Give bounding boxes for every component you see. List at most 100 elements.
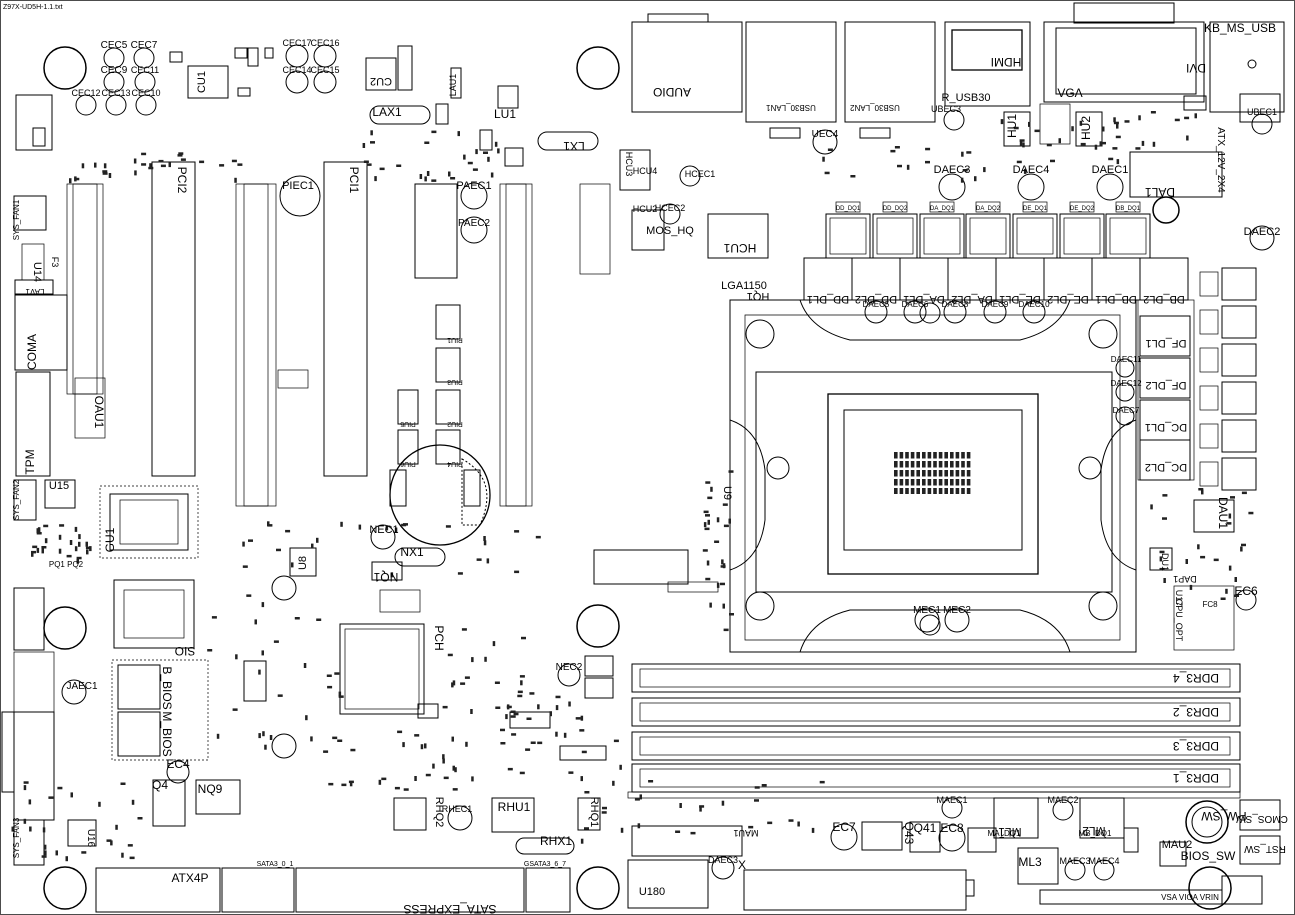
label-da_dq2: DA_DQ2 — [976, 206, 1001, 212]
label-dc_dl2: DC_DL2 — [1145, 461, 1187, 473]
label-mec1: MEC1 — [913, 605, 941, 616]
lga1150-outline — [729, 299, 1137, 653]
mounting-hole — [43, 866, 87, 910]
label-cec11: CEC11 — [131, 65, 159, 75]
label-de_dl2: DE_DL2 — [1047, 293, 1089, 305]
label-df_dl2: DF_DL2 — [1146, 379, 1187, 391]
mounting-hole — [576, 866, 620, 910]
label-ddr3_4: DDR3_4 — [1173, 671, 1219, 685]
label-hcec1: HCEC1 — [685, 169, 716, 179]
label-maec4: MAEC4 — [1088, 856, 1119, 866]
label-mau2: MAU2 — [1162, 839, 1193, 851]
label-cec15: CEC15 — [310, 65, 339, 75]
socket-hole — [766, 456, 790, 480]
label-moshq: MOS_HQ — [646, 225, 694, 237]
label-cec7: CEC7 — [131, 40, 158, 51]
cap-daec6 — [903, 300, 927, 324]
label-xtal: X — [738, 858, 746, 872]
label-pci1: PCI1 — [347, 167, 361, 194]
label-daec2: DAEC2 — [1244, 226, 1281, 238]
label-paec2: PAEC2 — [458, 218, 490, 229]
label-dd_dl1: DD_DL1 — [807, 293, 849, 305]
inductor-df_dl2 — [1139, 357, 1191, 399]
label-ddr3_3: DDR3_3 — [1173, 739, 1219, 753]
inductor-de_dq1 — [1012, 213, 1058, 259]
label-dvi: DVI — [1186, 61, 1206, 75]
label-daec3: DAEC3 — [934, 164, 971, 176]
front-audio-header — [15, 94, 53, 151]
label-dau1: DAU1 — [1216, 497, 1230, 529]
label-sata3_0_1: SATA3_0_1 — [257, 861, 294, 868]
usb30-lan2-port — [844, 21, 936, 123]
label-cmossw: CMOS_SW — [1236, 813, 1288, 824]
label-nx1: NX1 — [400, 545, 424, 559]
kb-ms-usb-port — [1209, 21, 1285, 113]
pcie-slot — [66, 183, 104, 395]
gu1-chip — [109, 493, 189, 551]
center-components — [379, 549, 719, 855]
label-vga: VGA — [1057, 86, 1082, 100]
inductor-dd_dq1 — [825, 213, 871, 259]
label-du1: DU1 — [1160, 553, 1170, 571]
label-gsata3: GSATA3_6_7 — [524, 861, 566, 868]
pw-sw-button — [1191, 806, 1223, 838]
label-piec1: PIEC1 — [282, 180, 314, 192]
label-lax1: LAX1 — [372, 105, 402, 119]
atx4p-connector — [95, 867, 221, 913]
label-daec1: DAEC1 — [1092, 164, 1129, 176]
rear-io — [631, 2, 1285, 198]
label-sysfan3: SYS_FAN3 — [12, 817, 21, 858]
label-daec10: DAEC10 — [1018, 300, 1050, 309]
label-maec2: MAEC2 — [1047, 795, 1078, 805]
usb30-lan1-port — [745, 21, 837, 123]
label-da_dl1: DA_DL1 — [903, 293, 945, 305]
label-lau1: LAU1 — [448, 74, 458, 97]
label-db_dl2: DB_DL2 — [1143, 293, 1185, 305]
label-ddr3_2: DDR3_2 — [1173, 705, 1219, 719]
bottom-connectors — [95, 825, 1263, 913]
label-q41: Q41 — [914, 821, 937, 835]
label-mau1: MAU1 — [733, 828, 758, 838]
label-lu1: LU1 — [494, 107, 516, 121]
mounting-hole — [43, 46, 87, 90]
sata3-0-1-connector — [221, 867, 295, 913]
label-dap1: DAP1 — [1173, 574, 1197, 584]
label-de_dq2: DE_DQ2 — [1070, 206, 1095, 212]
sio-chip — [113, 579, 195, 649]
label-u9: U9 — [721, 486, 733, 500]
cmos-battery — [389, 444, 491, 546]
cpu-decoupling-caps — [894, 452, 971, 494]
label-pu5: PIU5 — [400, 420, 416, 427]
pci2-slot — [151, 161, 196, 477]
label-pu2: PIU2 — [447, 420, 463, 427]
label-bbios: B_BIOS — [160, 666, 174, 709]
label-daec5: DAEC5 — [863, 300, 890, 309]
label-daec8: DAEC8 — [942, 300, 969, 309]
cap-daec5 — [864, 300, 888, 324]
label-rhq1: RHQ1 — [588, 797, 600, 828]
label-cec9: CEC9 — [101, 65, 128, 76]
label-daec7: DAEC7 — [1113, 406, 1140, 415]
via — [1247, 59, 1257, 69]
dvi-vga-port — [1043, 21, 1205, 103]
capacitor-cluster — [75, 44, 337, 116]
label-daec6: DAEC6 — [902, 300, 929, 309]
dimm-slot-ddr3_1 — [631, 763, 1241, 793]
label-rhu1: RHU1 — [498, 800, 531, 814]
atx-12v-connector — [1129, 151, 1223, 198]
label-hcu4: HCU4 — [633, 166, 658, 176]
pcie-slot — [499, 183, 533, 507]
label-rhq2: RHQ2 — [433, 797, 445, 828]
inductor-da_dq2 — [965, 213, 1011, 259]
pci1-slot — [323, 161, 368, 477]
label-dd_dq2: DD_DQ2 — [883, 206, 908, 212]
socket-hole — [745, 319, 775, 349]
label-cec5: CEC5 — [101, 40, 128, 51]
label-daec9: DAEC9 — [982, 300, 1009, 309]
label-pwsw: PW_SW — [1201, 809, 1247, 823]
label-madq1: MA_DQ1 — [988, 829, 1021, 838]
label-sataexpress: SATA_EXPRESS — [404, 902, 497, 915]
dimm-slot-ddr3_2 — [631, 697, 1241, 727]
